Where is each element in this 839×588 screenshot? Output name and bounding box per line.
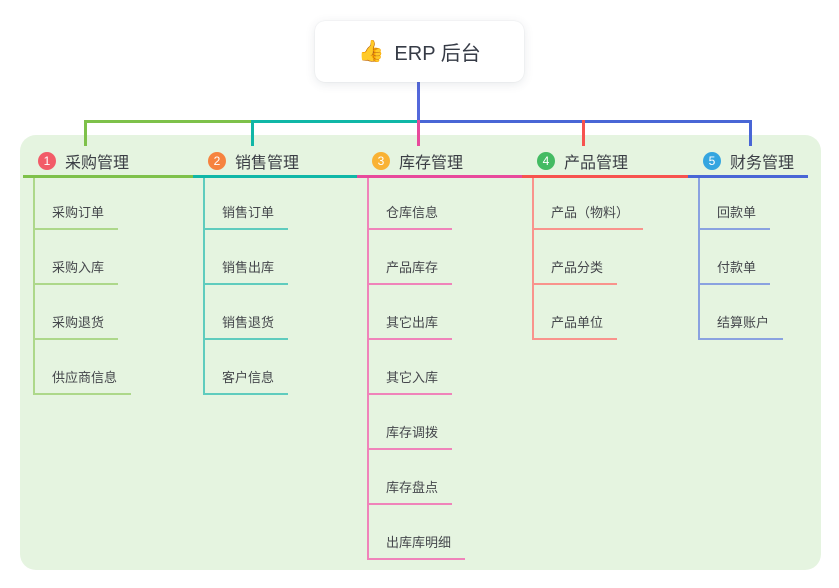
branch-5: 5 财务管理回款单付款单结算账户 [688, 146, 808, 340]
hbar-segment-1 [84, 120, 254, 123]
branch-2-item[interactable]: 销售订单 [203, 202, 289, 230]
branch-4-drop-line [582, 120, 585, 146]
branch-2-item[interactable]: 客户信息 [203, 367, 289, 395]
branch-5-header[interactable]: 5 财务管理 [688, 146, 808, 178]
branch-2-trunk-line [203, 178, 205, 395]
branch-5-item[interactable]: 回款单 [698, 202, 771, 230]
branch-5-number-badge: 5 [703, 151, 721, 170]
branch-3-title: 库存管理 [399, 154, 464, 172]
root-node-title: ERP 后台 [394, 43, 481, 65]
root-drop-line [417, 82, 420, 123]
branch-1-number-badge: 1 [38, 151, 56, 170]
branch-5-title: 财务管理 [730, 154, 795, 172]
branch-1-item[interactable]: 供应商信息 [33, 367, 132, 395]
branch-2-drop-line [251, 120, 254, 146]
branch-1-trunk-line [33, 178, 35, 395]
branch-1-item[interactable]: 采购入库 [33, 257, 119, 285]
branch-1-title: 采购管理 [65, 154, 130, 172]
branch-5-trunk-line [698, 178, 700, 340]
branch-3-header[interactable]: 3 库存管理 [357, 146, 532, 178]
branch-4-item[interactable]: 产品（物料） [532, 202, 644, 230]
branch-4: 4 产品管理产品（物料） 产品分类产品单位 [522, 146, 690, 340]
branch-4-item[interactable]: 产品分类 [532, 257, 618, 285]
branch-2-header[interactable]: 2 销售管理 [193, 146, 367, 178]
branch-2-title: 销售管理 [235, 154, 300, 172]
branch-1-item[interactable]: 采购订单 [33, 202, 119, 230]
branch-3-item[interactable]: 其它入库 [367, 367, 453, 395]
thumbs-up-icon: 👍 [358, 40, 385, 63]
branch-1: 1 采购管理采购订单采购入库采购退货供应商信息 [23, 146, 197, 395]
branch-3-item[interactable]: 其它出库 [367, 312, 453, 340]
branch-3-item[interactable]: 仓库信息 [367, 202, 453, 230]
branch-3: 3 库存管理仓库信息产品库存其它出库其它入库库存调拨库存盘点出库库明细 [357, 146, 532, 560]
branch-3-item[interactable]: 库存调拨 [367, 422, 453, 450]
branch-5-item[interactable]: 结算账户 [698, 312, 784, 340]
branch-4-trunk-line [532, 178, 534, 340]
hbar-segment-2 [251, 120, 420, 123]
branch-2-item[interactable]: 销售退货 [203, 312, 289, 340]
branch-4-header[interactable]: 4 产品管理 [522, 146, 690, 178]
branch-2-number-badge: 2 [208, 151, 226, 170]
branch-3-item[interactable]: 库存盘点 [367, 477, 453, 505]
branch-3-trunk-line [367, 178, 369, 560]
branch-1-header[interactable]: 1 采购管理 [23, 146, 197, 178]
branch-1-drop-line [84, 120, 87, 146]
branch-3-drop-line [417, 120, 420, 146]
branch-1-item[interactable]: 采购退货 [33, 312, 119, 340]
branch-2-item[interactable]: 销售出库 [203, 257, 289, 285]
branches-background-panel [20, 135, 821, 570]
branch-5-item[interactable]: 付款单 [698, 257, 771, 285]
branch-3-item[interactable]: 出库库明细 [367, 532, 466, 560]
branch-5-drop-line [749, 120, 752, 146]
branch-2: 2 销售管理销售订单销售出库销售退货客户信息 [193, 146, 367, 395]
branch-4-number-badge: 4 [537, 151, 555, 170]
branch-3-item[interactable]: 产品库存 [367, 257, 453, 285]
root-node-erp[interactable]: 👍 ERP 后台 [315, 21, 524, 82]
branch-4-item[interactable]: 产品单位 [532, 312, 618, 340]
branch-3-number-badge: 3 [372, 151, 390, 170]
branch-4-title: 产品管理 [564, 154, 629, 172]
